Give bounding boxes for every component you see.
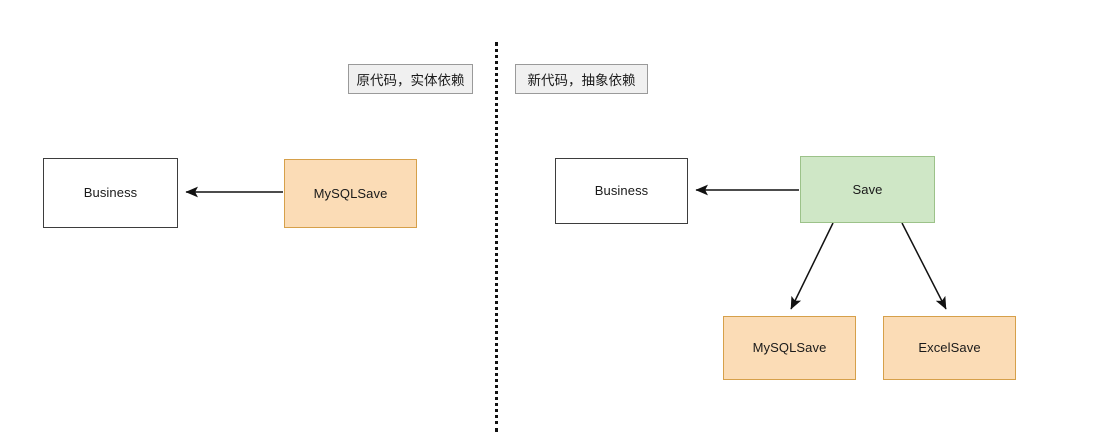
- node-right-save[interactable]: Save: [800, 156, 935, 223]
- node-right-excelsave[interactable]: ExcelSave: [883, 316, 1016, 380]
- caption-left-panel: 原代码，实体依赖: [348, 64, 473, 94]
- node-left-business[interactable]: Business: [43, 158, 178, 228]
- node-left-mysqlsave[interactable]: MySQLSave: [284, 159, 417, 228]
- caption-right-panel: 新代码，抽象依赖: [515, 64, 648, 94]
- edge-right-save-to-excelsave: [901, 222, 947, 310]
- node-right-mysqlsave[interactable]: MySQLSave: [723, 316, 856, 380]
- panel-divider: [495, 42, 498, 432]
- edge-right-save-to-mysqlsave: [790, 222, 834, 310]
- node-right-business[interactable]: Business: [555, 158, 688, 224]
